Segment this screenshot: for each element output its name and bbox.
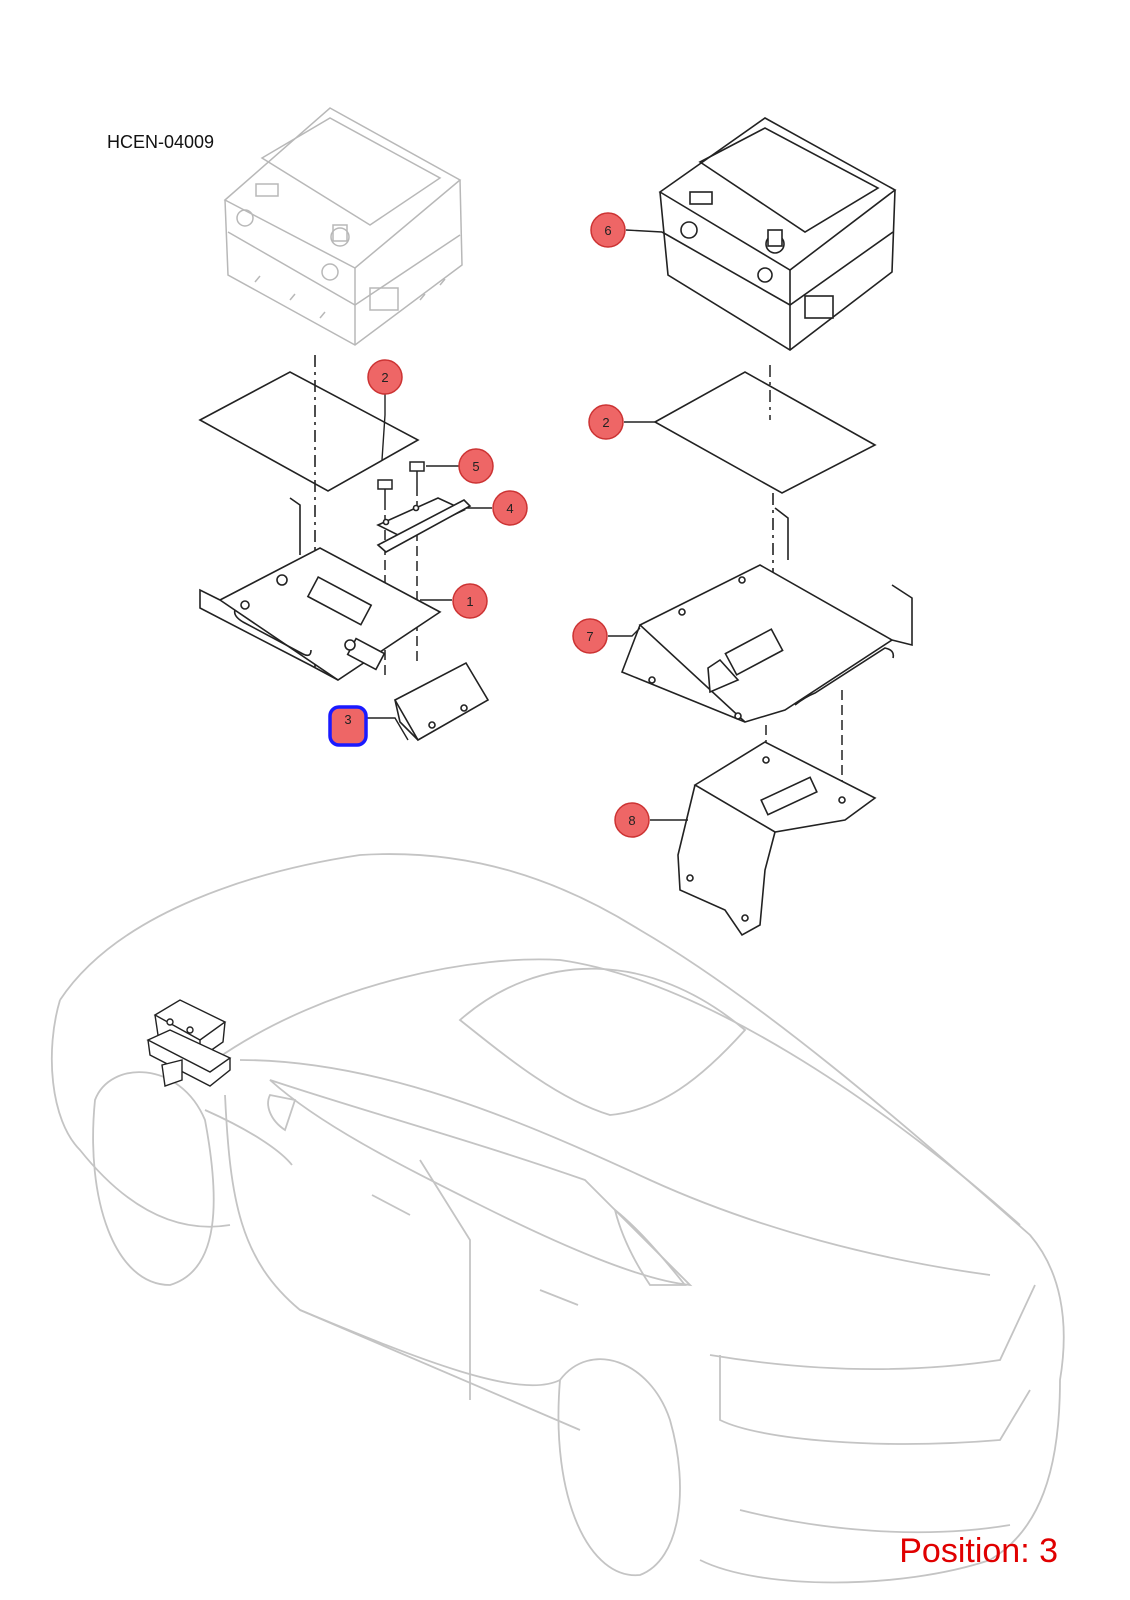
bracket-3 — [393, 661, 490, 742]
svg-text:7: 7 — [586, 629, 593, 644]
pad-right — [653, 371, 877, 582]
leader-lines — [367, 229, 688, 821]
callout-5[interactable]: 5 — [458, 448, 494, 484]
bolts — [377, 461, 425, 680]
module-location-marker — [146, 999, 232, 1087]
position-indicator: Position: 3 — [899, 1532, 1058, 1570]
svg-text:2: 2 — [381, 370, 388, 385]
callout-3-selected[interactable]: 3 — [328, 705, 368, 747]
svg-text:8: 8 — [628, 813, 635, 828]
bracket-4 — [376, 497, 472, 553]
svg-text:5: 5 — [472, 459, 479, 474]
svg-text:3: 3 — [344, 712, 351, 727]
callout-1[interactable]: 1 — [452, 583, 488, 619]
callout-6[interactable]: 6 — [590, 212, 626, 248]
pad-left — [198, 355, 420, 672]
svg-text:4: 4 — [506, 501, 513, 516]
callout-2-left[interactable]: 2 — [367, 359, 403, 395]
tray-1 — [199, 497, 442, 681]
vehicle-outline — [50, 853, 1065, 1584]
svg-text:1: 1 — [466, 594, 473, 609]
svg-text:2: 2 — [602, 415, 609, 430]
diagram-reference: HCEN-04009 — [107, 132, 215, 152]
bracket-8 — [677, 741, 877, 937]
svg-text:6: 6 — [604, 223, 611, 238]
callout-2-right[interactable]: 2 — [588, 404, 624, 440]
control-module — [658, 117, 897, 351]
tray-7 — [620, 507, 913, 723]
callout-4[interactable]: 4 — [492, 490, 528, 526]
control-module-faded — [223, 107, 463, 346]
callout-8[interactable]: 8 — [614, 802, 650, 838]
callout-7[interactable]: 7 — [572, 618, 608, 654]
